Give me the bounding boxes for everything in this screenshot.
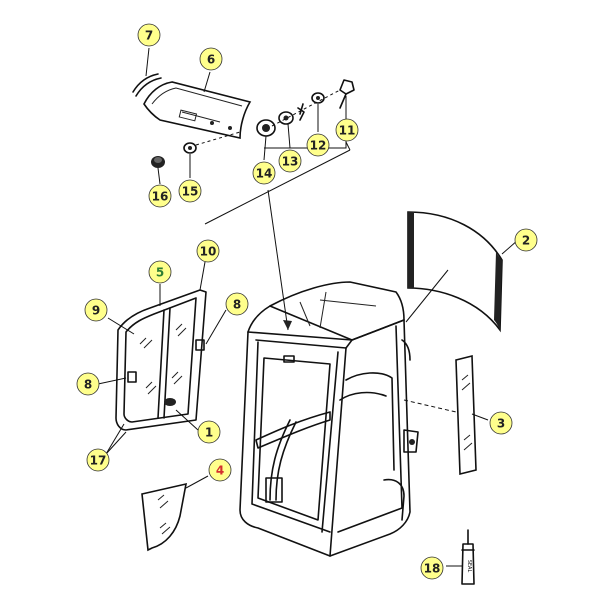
callout-bubble [489,411,513,435]
callout-8: 8 [76,372,100,396]
callout-number: 6 [207,53,215,67]
callout-bubble [86,448,110,472]
callout-number: 8 [84,378,92,392]
callout-number: 13 [282,155,299,169]
callout-number: 5 [156,266,164,280]
callout-number: 10 [200,245,217,259]
callout-number: 8 [233,298,241,312]
callout-number: 14 [256,167,273,181]
sealant-tube: SEAL [461,529,475,585]
callout-bubble [178,179,202,203]
callout-number: 16 [152,190,169,204]
callout-bubble [208,458,232,482]
callout-bubble [148,260,172,284]
callout-number: 15 [182,185,199,199]
callout-number: 18 [424,562,441,576]
callout-16: 16 [148,184,172,208]
callout-bubble [278,149,302,173]
callout-14: 14 [252,161,276,185]
callout-10: 10 [196,239,220,263]
callout-bubble [335,118,359,142]
callout-7: 7 [137,23,161,47]
callout-bubble [306,133,330,157]
callout-number: 12 [310,139,327,153]
side-sliding-window [115,289,207,431]
callout-13: 13 [278,149,302,173]
lower-quarter-glass [141,482,188,552]
callout-bubble [196,239,220,263]
callout-11: 11 [335,118,359,142]
callout-bubble [197,420,221,444]
callouts: 7 6 16 15 14 13 12 11 2 10 5 9 8 8 1 17 3 4 18 [76,23,538,580]
callout-number: 3 [497,417,505,431]
callout-bubble [252,161,276,185]
callout-17: 17 [86,448,110,472]
callout-number: 4 [216,464,224,478]
leader-lines [97,47,519,567]
callout-8: 8 [225,292,249,316]
sealant-tube-label: SEAL [466,560,472,573]
callout-4: 4 [208,458,232,482]
callout-15: 15 [178,179,202,203]
callout-number: 17 [90,454,107,468]
callout-bubble [514,228,538,252]
callout-bubble [137,23,161,47]
callout-6: 6 [199,47,223,71]
cab-frame [239,281,419,557]
callout-3: 3 [489,411,513,435]
callout-5: 5 [148,260,172,284]
callout-bubble [84,298,108,322]
callout-12: 12 [306,133,330,157]
callout-bubble [199,47,223,71]
callout-number: 7 [145,29,153,43]
callout-9: 9 [84,298,108,322]
callout-bubble [420,556,444,580]
roof-latch-hardware [151,131,241,168]
rear-curved-glass [407,211,503,333]
callout-2: 2 [514,228,538,252]
roof-bolt-stack [256,79,355,137]
rear-glass-leader [405,269,449,323]
callout-bubble [225,292,249,316]
callout-number: 11 [339,124,356,138]
roof-window-panel [143,81,252,139]
callout-18: 18 [420,556,444,580]
side-fixed-glass [403,354,477,476]
roof-seal-strip [132,73,162,97]
callout-number: 1 [205,426,213,440]
roof-assembly-leader [204,141,351,331]
callout-bubble [148,184,172,208]
callout-number: 9 [92,304,100,318]
callout-number: 2 [522,234,530,248]
callout-1: 1 [197,420,221,444]
callout-bubble [76,372,100,396]
